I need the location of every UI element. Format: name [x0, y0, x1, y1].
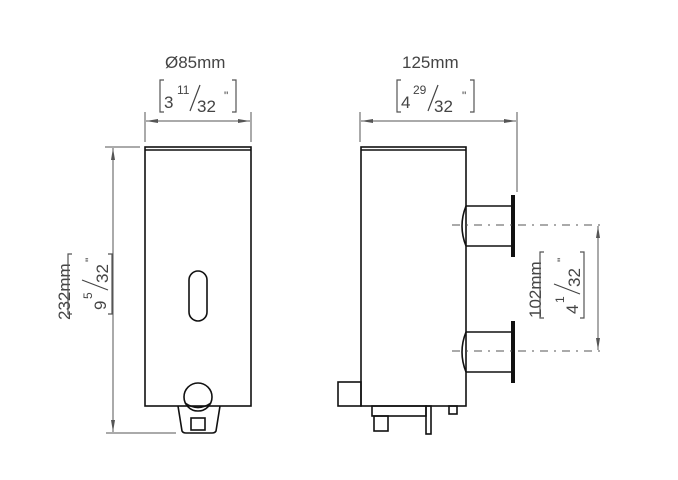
spacing-mm: 102mm: [526, 261, 545, 318]
fraction-slash: [189, 84, 201, 112]
side-depth-mm: 125mm: [402, 53, 459, 72]
front-height-inch: 9 5 32 ": [67, 253, 113, 315]
front-height-label: 232mm: [55, 263, 74, 320]
numerator: 11: [177, 83, 190, 97]
inch-mark: ": [224, 89, 228, 103]
bracket: [159, 79, 237, 113]
whole: 4: [563, 305, 582, 314]
level-window: [188, 270, 208, 322]
front-width-mm: Ø85mm: [165, 53, 225, 72]
inch-mark: ": [462, 89, 466, 103]
inch-mark: ": [83, 258, 97, 262]
side-depth-inch: 4 29 32 ": [396, 79, 475, 116]
side-spacing-inch: 4 1 32 ": [539, 251, 585, 319]
front-view: Ø85mm 3 11 32 " 232mm 9 5: [55, 53, 252, 434]
whole: 9: [91, 301, 110, 310]
whole: 3: [164, 93, 173, 112]
dispenser-body: [144, 146, 252, 407]
numerator: 29: [413, 83, 427, 97]
height-mm: 232mm: [55, 263, 74, 320]
wall-bracket-bottom: [461, 321, 515, 383]
side-spacing-label: 102mm: [526, 261, 545, 318]
wall-bracket-top: [461, 195, 515, 257]
numerator: 1: [553, 296, 567, 303]
pump-button: [177, 382, 221, 434]
denominator: 32: [565, 268, 584, 287]
dispenser-body-side: [360, 146, 467, 407]
denominator: 32: [197, 97, 216, 116]
whole: 4: [401, 93, 410, 112]
inch-mark: ": [555, 258, 569, 262]
numerator: 5: [81, 292, 95, 299]
pump-side: [337, 381, 458, 435]
front-width-inch: 3 11 32 ": [159, 79, 237, 116]
side-view: 125mm 4 29 32 " 102mm: [337, 53, 606, 435]
denominator: 32: [434, 97, 453, 116]
denominator: 32: [93, 264, 112, 283]
bracket: [67, 253, 113, 315]
